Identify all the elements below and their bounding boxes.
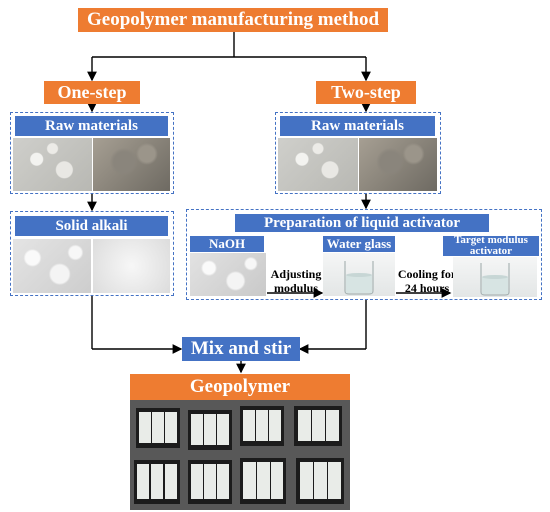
alkali-powder-photo	[93, 239, 170, 293]
cooling-24-hours-label: Cooling for 24 hours	[397, 267, 457, 295]
one-step-raw-header: Raw materials	[15, 116, 168, 136]
one-step-box: One-step	[44, 81, 140, 104]
adjusting-modulus-label: Adjusting modulus	[270, 267, 322, 295]
two-step-raw-header: Raw materials	[280, 116, 435, 136]
liquid-activator-title: Preparation of liquid activator	[264, 214, 460, 231]
solid-alkali-header: Solid alkali	[15, 216, 168, 236]
liquid-activator-group: Preparation of liquid activator NaOH Adj…	[186, 209, 542, 300]
geopolymer-box: Geopolymer	[130, 374, 350, 400]
naoh-photo	[190, 253, 266, 296]
raw-material-photo-dark	[93, 138, 170, 191]
two-step-raw-group: Raw materials	[275, 112, 441, 194]
diagram-title: Geopolymer manufacturing method	[86, 9, 380, 30]
naoh-label: NaOH	[208, 236, 246, 251]
raw-material-photo-dark	[359, 138, 437, 191]
raw-material-photo-light	[13, 138, 92, 191]
water-glass-header: Water glass	[323, 236, 395, 252]
title-box: Geopolymer manufacturing method	[78, 8, 388, 32]
naoh-flakes-photo	[13, 239, 91, 293]
one-step-label: One-step	[57, 82, 127, 102]
one-step-raw-label: Raw materials	[45, 117, 138, 134]
two-step-label: Two-step	[331, 82, 401, 102]
target-activator-beaker-photo	[453, 257, 537, 297]
naoh-header: NaOH	[190, 236, 264, 252]
raw-material-photo-light	[278, 138, 358, 191]
geopolymer-specimens-photo	[130, 400, 350, 510]
one-step-raw-group: Raw materials	[10, 112, 174, 194]
two-step-raw-label: Raw materials	[311, 117, 404, 134]
water-glass-beaker-photo	[323, 253, 395, 296]
target-modulus-label: Target modulus activator	[454, 234, 528, 257]
water-glass-label: Water glass	[326, 236, 392, 251]
two-step-box: Two-step	[316, 81, 416, 104]
mix-and-stir-box: Mix and stir	[182, 337, 300, 361]
geopolymer-label: Geopolymer	[189, 376, 291, 397]
liquid-activator-header: Preparation of liquid activator	[235, 214, 489, 232]
solid-alkali-group: Solid alkali	[10, 211, 174, 296]
mix-and-stir-label: Mix and stir	[190, 338, 292, 359]
target-modulus-header: Target modulus activator	[443, 234, 539, 257]
solid-alkali-label: Solid alkali	[55, 217, 128, 234]
